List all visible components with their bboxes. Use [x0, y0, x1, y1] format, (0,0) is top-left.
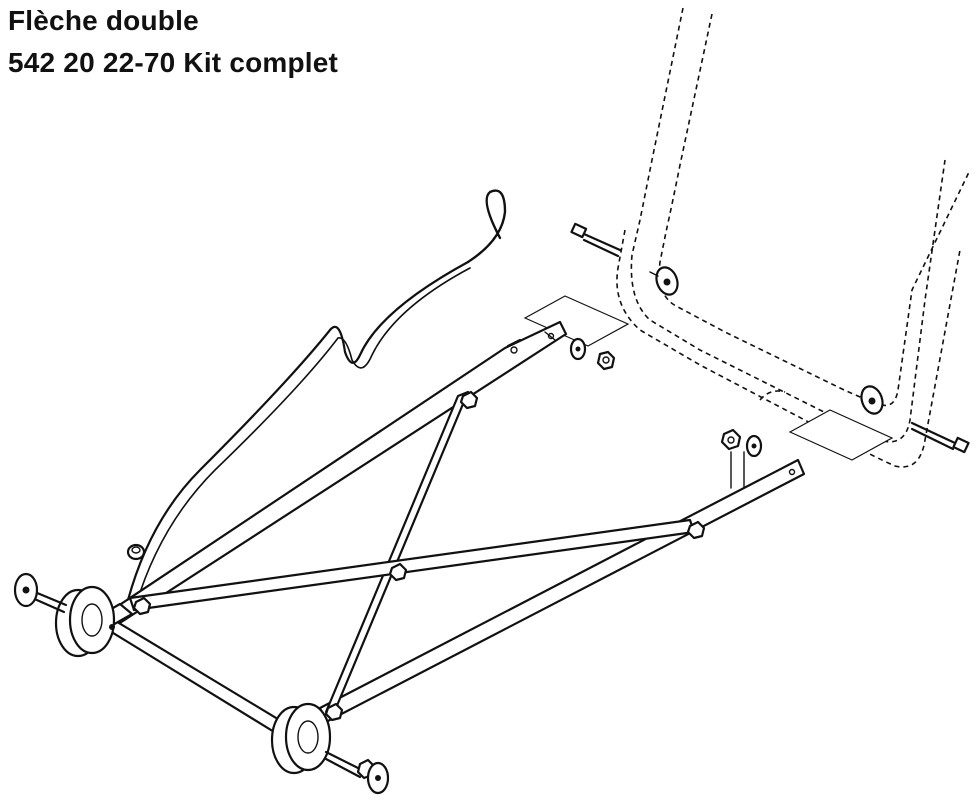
tractor-frame-outline	[616, 7, 971, 468]
axle-stub-left	[13, 572, 68, 614]
bolt-head-center	[388, 562, 408, 582]
axle-stub-right	[324, 750, 390, 795]
hitch-pin-cable	[126, 189, 507, 606]
bolt-head-right	[686, 520, 706, 540]
nut-left	[596, 350, 616, 371]
mounting-plate-right	[788, 409, 894, 461]
bolt-head-upper	[459, 390, 479, 410]
pivot-bolt-left	[109, 596, 152, 630]
washer-left	[569, 337, 587, 361]
loose-nut	[126, 543, 146, 561]
wheel-right	[270, 702, 332, 775]
upper-bolt-left	[570, 222, 622, 258]
title-block: Flèche double 542 20 22-70 Kit complet	[8, 0, 528, 84]
nut-right	[720, 428, 742, 451]
plate-pin	[506, 338, 522, 354]
lower-frame-bar	[318, 458, 806, 724]
washer-right	[745, 434, 763, 458]
upper-frame-bar	[98, 320, 568, 630]
part-number-subtitle: 542 20 22-70 Kit complet	[8, 47, 339, 78]
front-axle-bar	[90, 602, 298, 740]
mounting-plate-left	[523, 295, 630, 347]
bracket-right	[860, 385, 884, 415]
wheel-left	[54, 585, 116, 658]
bracket-left	[649, 266, 679, 296]
bolt-head-lower-left	[324, 702, 344, 722]
page-title: Flèche double	[8, 5, 199, 36]
upper-bolt-right	[910, 421, 970, 454]
